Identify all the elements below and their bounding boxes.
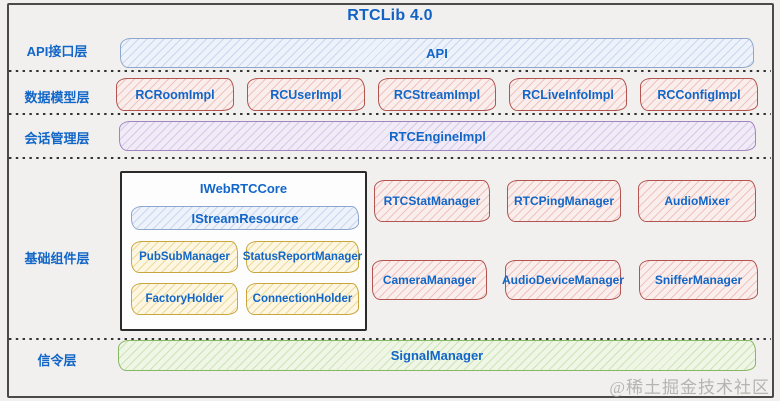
- box-rcconfigimpl: RCConfigImpl: [640, 78, 758, 111]
- box-factoryholder: FactoryHolder: [131, 283, 238, 315]
- box-rcroomimpl: RCRoomImpl: [116, 78, 234, 111]
- diagram-title: RTCLib 4.0: [347, 7, 433, 24]
- layer-separator: [9, 157, 771, 160]
- manager-row-1: RTCStatManager RTCPingManager AudioMixer: [374, 180, 756, 222]
- diagram-frame: [7, 3, 774, 398]
- layer-label-signal: 信令层: [37, 353, 77, 368]
- box-connectionholder: ConnectionHolder: [246, 283, 359, 315]
- manager-row-2: CameraManager AudioDeviceManager Sniffer…: [372, 260, 758, 300]
- layer-separator: [9, 113, 771, 116]
- box-sniffermanager: SnifferManager: [639, 260, 758, 300]
- box-rtcpingmanager: RTCPingManager: [507, 180, 621, 222]
- box-pubsubmanager: PubSubManager: [131, 241, 238, 273]
- box-signalmanager: SignalManager: [118, 340, 756, 371]
- box-audiomixer: AudioMixer: [638, 180, 756, 222]
- layer-separator: [9, 338, 771, 341]
- box-rtcstatmanager: RTCStatManager: [374, 180, 490, 222]
- box-statusreportmanager: StatusReportManager: [243, 241, 362, 273]
- layer-label-model: 数据模型层: [24, 90, 90, 105]
- core-box-iwebrtccore: IWebRTCCore IStreamResource PubSubManage…: [120, 171, 367, 331]
- layer-separator: [9, 70, 771, 73]
- box-cameramanager: CameraManager: [372, 260, 487, 300]
- box-rcliveinfoimpl: RCLiveInfoImpl: [509, 78, 627, 111]
- model-layer-row: RCRoomImpl RCUserImpl RCStreamImpl RCLiv…: [116, 78, 758, 111]
- layer-label-session: 会话管理层: [24, 131, 90, 146]
- box-rtcengineimpl: RTCEngineImpl: [119, 121, 756, 151]
- layer-label-api: API接口层: [26, 44, 88, 59]
- box-api: API: [120, 38, 754, 68]
- core-title: IWebRTCCore: [199, 181, 288, 196]
- watermark: @稀土掘金技术社区: [609, 378, 770, 397]
- layer-label-components: 基础组件层: [24, 251, 90, 266]
- box-istreamresource: IStreamResource: [131, 206, 359, 230]
- box-rcuserimpl: RCUserImpl: [247, 78, 365, 111]
- box-rcstreamimpl: RCStreamImpl: [378, 78, 496, 111]
- box-audiodevicemanager: AudioDeviceManager: [502, 260, 624, 300]
